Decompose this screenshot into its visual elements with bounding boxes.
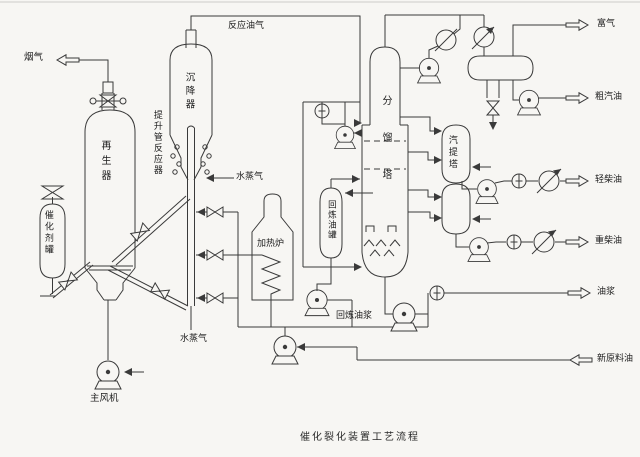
stripper-inlet-arrow-icon [433,192,443,202]
riser-inlet-arrow-icon [196,293,206,303]
gasoline-pump-icon [517,89,541,116]
light-diesel-pump-icon [475,179,499,204]
catalyst-tank-label: 催化剂罐 [42,210,53,256]
feed-valve-icon [206,206,224,218]
slurry-circuit [384,277,568,332]
steam-in-arrow-icon [471,162,481,172]
heavy-diesel-meter-icon [506,234,522,250]
stripper-inlet-arrow-icon [433,155,443,165]
feed-valve-icon [206,249,224,261]
flue-gas-arrow-icon [56,54,80,66]
recycle-oil-tank-label: 回炼油罐 [326,200,337,240]
reflux-pump-icon [417,57,441,84]
rich-gas-label: 富气 [597,19,616,29]
regenerator-label: 再生器 [99,140,110,185]
recycle-slurry-label: 回炼油浆 [336,311,373,321]
reaction-oil-gas-label: 反应油气 [228,21,265,31]
pumparound-meter-icon [314,103,330,119]
flue-gas-label: 烟气 [24,52,44,63]
recycle-oil-tank-vessel [304,178,373,327]
light-diesel-line [461,179,566,204]
feed-pump-inlet-arrow-icon [296,342,306,352]
rich-gas-arrow-icon [565,19,589,31]
reaction-oil-gas-line [190,15,361,123]
fractionator-label: 分馏塔 [380,95,391,206]
light-diesel-arrow-icon [565,175,589,187]
settler-label: 沉降器 [183,72,195,113]
steam-arrow-icon [205,173,215,183]
oil-slurry-arrow-icon [567,287,591,299]
main-blower-pump [94,300,144,390]
tank-return-arrow-icon [351,174,361,184]
stripper-inlet-arrow-icon [433,213,443,223]
diagram-caption: 催化裂化装置工艺流程 [300,432,420,443]
pumparound-return-arrow-icon [353,262,363,272]
furnace-label: 加热炉 [257,239,285,249]
air-inlet-arrow-icon [123,367,133,377]
stripper-label: 汽提塔 [446,135,457,171]
fresh-feed-circuit [271,327,570,365]
heavy-diesel-line [455,234,566,262]
main-blower-label: 主风机 [90,393,119,404]
drain-arrow-icon [488,121,498,131]
riser-inlet-arrow-icon [196,250,206,260]
pumparound-inlet-arrow-icon [353,128,363,138]
overhead-drum [467,55,534,81]
heavy-diesel-arrow-icon [565,236,589,248]
feed-valve-icon [206,292,224,304]
stripper-inlet-arrow-icon [433,126,443,136]
riser-reactor-label: 提升管反应器 [151,110,162,176]
fresh-feed-label: 新原料油 [597,354,634,364]
oil-slurry-label: 油浆 [597,287,616,297]
steam-bottom-label: 水蒸气 [180,334,208,344]
catalyst-tank-vessel [39,185,94,299]
heavy-diesel-label: 重柴油 [595,236,623,246]
riser-pipe [187,125,195,330]
crude-gasoline-arrow-icon [565,92,589,104]
fractionator-vessel [361,15,409,278]
fresh-feed-arrow-icon [569,354,593,366]
pumparound-circuit [302,101,362,268]
light-diesel-meter-icon [511,173,527,189]
light-diesel-valve-icon [536,168,562,194]
crude-gasoline-label: 粗汽油 [595,92,623,102]
steam-mid-label: 水蒸气 [236,172,264,182]
tower-feed-arrow-icon [353,118,363,128]
catalyst-transfer-lines [107,195,191,311]
settler-vessel [169,29,213,181]
light-diesel-label: 轻柴油 [595,175,623,185]
heavy-diesel-pump-icon [467,237,491,262]
steam-in-arrow-icon [471,214,481,224]
overhead-system [385,14,566,123]
riser-inlet-arrow-icon [196,207,206,217]
furnace-vessel [251,193,294,327]
slurry-meter-icon [429,285,445,301]
heavy-diesel-valve-icon [531,229,557,255]
tank-inlet-arrow-icon [344,188,354,198]
